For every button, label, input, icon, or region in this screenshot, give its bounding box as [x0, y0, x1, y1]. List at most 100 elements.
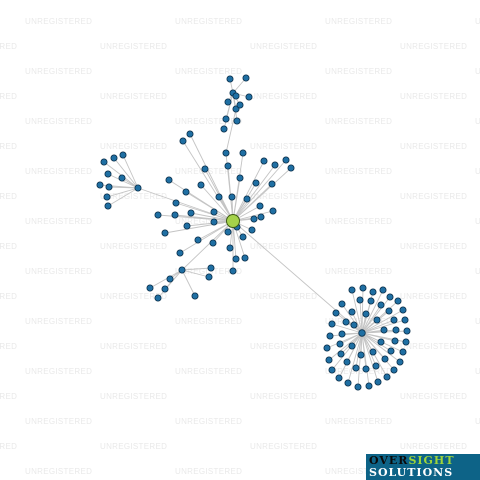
entity-node — [187, 209, 195, 217]
entity-node — [134, 184, 142, 192]
central-entity-node — [226, 214, 240, 228]
entity-node — [328, 366, 336, 374]
entity-node — [356, 296, 364, 304]
entity-node — [348, 308, 356, 316]
relationship-edge — [361, 319, 395, 334]
relationship-edge — [361, 329, 385, 334]
watermark-text: UNREGISTERED — [325, 117, 393, 126]
entity-node — [161, 229, 169, 237]
entity-node — [191, 292, 199, 300]
entity-node — [271, 161, 279, 169]
watermark-text: UNREGISTERED — [0, 42, 18, 51]
relationship-edge — [232, 159, 287, 222]
entity-node — [178, 266, 186, 274]
entity-node — [210, 218, 218, 226]
entity-node — [186, 130, 194, 138]
entity-node — [390, 366, 398, 374]
entity-node — [224, 228, 232, 236]
entity-node — [282, 156, 290, 164]
entity-node — [103, 193, 111, 201]
entity-node — [367, 297, 375, 305]
entity-node — [209, 239, 217, 247]
relationship-edge — [164, 269, 183, 290]
entity-node — [105, 183, 113, 191]
watermark-text: UNREGISTERED — [400, 142, 468, 151]
entity-node — [226, 244, 234, 252]
relationship-edge — [328, 332, 363, 361]
watermark-text: UNREGISTERED — [475, 317, 480, 326]
watermark-text: UNREGISTERED — [250, 42, 318, 51]
watermark-text: UNREGISTERED — [250, 392, 318, 401]
watermark-text: UNREGISTERED — [325, 67, 393, 76]
watermark-text: UNREGISTERED — [400, 192, 468, 201]
watermark-text: UNREGISTERED — [475, 17, 480, 26]
logo-line-1: OVERSIGHT — [369, 455, 480, 467]
relationship-edge — [190, 212, 234, 222]
watermark-text: UNREGISTERED — [100, 42, 168, 51]
entity-node — [154, 294, 162, 302]
watermark-text: UNREGISTERED — [25, 67, 93, 76]
entity-node — [369, 288, 377, 296]
watermark-text: UNREGISTERED — [475, 67, 480, 76]
entity-node — [220, 125, 228, 133]
watermark-text: UNREGISTERED — [25, 167, 93, 176]
entity-node — [383, 373, 391, 381]
entity-node — [197, 181, 205, 189]
entity-node — [224, 98, 232, 106]
entity-node — [348, 342, 356, 350]
watermark-text: UNREGISTERED — [325, 217, 393, 226]
entity-node — [256, 202, 264, 210]
oversight-solutions-logo: OVERSIGHT SOLUTIONS — [366, 454, 480, 480]
watermark-text: UNREGISTERED — [0, 92, 18, 101]
watermark-text: UNREGISTERED — [25, 267, 93, 276]
entity-node — [325, 356, 333, 364]
relationship-edge — [359, 299, 363, 334]
entity-node — [359, 284, 367, 292]
watermark-text: UNREGISTERED — [400, 242, 468, 251]
entity-node — [104, 202, 112, 210]
entity-node — [176, 249, 184, 257]
watermark-text: UNREGISTERED — [475, 167, 480, 176]
watermark-text: UNREGISTERED — [175, 417, 243, 426]
entity-node — [201, 165, 209, 173]
relationship-edge — [355, 332, 363, 369]
relationship-edge — [232, 177, 241, 222]
relationship-edge — [175, 202, 234, 222]
relationship-edge — [225, 108, 237, 154]
entity-node — [326, 332, 334, 340]
entity-node — [362, 310, 370, 318]
entity-node — [183, 222, 191, 230]
entity-node — [352, 364, 360, 372]
entity-node — [350, 321, 358, 329]
entity-node — [236, 101, 244, 109]
entity-node — [381, 355, 389, 363]
watermark-text: UNREGISTERED — [250, 442, 318, 451]
entity-node — [233, 117, 241, 125]
relationship-edge — [351, 311, 363, 334]
entity-node — [171, 211, 179, 219]
watermark-text: UNREGISTERED — [475, 417, 480, 426]
entity-node — [323, 344, 331, 352]
watermark-text: UNREGISTERED — [100, 342, 168, 351]
relationship-edge — [108, 186, 139, 189]
entity-node — [328, 320, 336, 328]
relationship-edge — [351, 289, 363, 334]
watermark-text: UNREGISTERED — [0, 292, 18, 301]
entity-node — [179, 137, 187, 145]
relationship-edge — [223, 92, 234, 130]
entity-node — [357, 351, 365, 359]
entity-node — [245, 93, 253, 101]
relationship-edge — [339, 332, 363, 345]
entity-node — [250, 215, 258, 223]
watermark-text: UNREGISTERED — [0, 442, 18, 451]
entity-node — [391, 337, 399, 345]
entity-node — [332, 309, 340, 317]
watermark-text: UNREGISTERED — [400, 92, 468, 101]
relationship-edge — [149, 269, 183, 289]
watermark-text: UNREGISTERED — [25, 417, 93, 426]
watermark-text: UNREGISTERED — [100, 192, 168, 201]
entity-node — [287, 164, 295, 172]
